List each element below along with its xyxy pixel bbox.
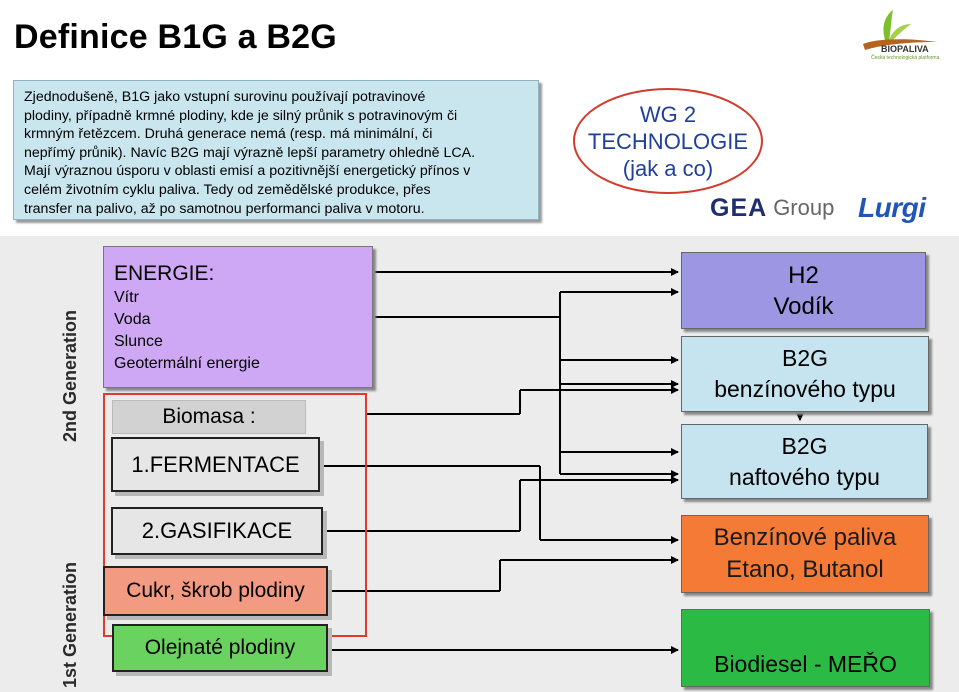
b2g-benz-line-2: benzínového typu <box>714 376 896 402</box>
b2g-nafta-line-1: B2G <box>781 432 828 459</box>
page-title: Definice B1G a B2G <box>14 18 337 56</box>
energie-item-geotermalni: Geotermální energie <box>114 355 260 372</box>
biodiesel-mero-box: Biodiesel - MEŘO <box>681 609 930 687</box>
energie-item-voda: Voda <box>114 311 151 328</box>
b2g-naftoveho-box: B2G naftového typu <box>681 424 928 499</box>
biodiesel-text: Biodiesel - MEŘO <box>714 651 897 677</box>
energie-item-vitr: Vítr <box>114 289 139 306</box>
intro-text-box: Zjednodušeně, B1G jako vstupní surovinu … <box>13 80 539 220</box>
b2g-benzinoveho-box: B2G benzínového typu <box>681 336 929 412</box>
wg-technologie-oval: WG 2 TECHNOLOGIE (jak a co) <box>573 88 763 194</box>
intro-line: celém životním cyklu paliva. Tedy od zem… <box>24 181 431 198</box>
fermentace-box: 1.FERMENTACE <box>111 437 320 492</box>
intro-line: plodiny, případně krmné plodiny, kde je … <box>24 107 458 124</box>
cukr-skrob-box: Cukr, škrob plodiny <box>103 566 328 616</box>
wg-line-2: TECHNOLOGIE <box>587 128 749 154</box>
energie-box: ENERGIE: Vítr Voda Slunce Geotermální en… <box>103 246 373 388</box>
intro-line: Mají výraznou úsporu v oblasti emisí a p… <box>24 163 471 180</box>
benzin-line-2: Etano, Butanol <box>726 556 884 583</box>
intro-line: transfer na palivo, až po samotnou perfo… <box>24 200 425 217</box>
logo-subtitle: Česká technologická platforma <box>871 55 940 61</box>
intro-line: Zjednodušeně, B1G jako vstupní surovinu … <box>24 89 426 105</box>
gea-group-logo: GEA Group <box>710 194 834 222</box>
wg-line-1: WG 2 <box>639 101 697 127</box>
benzin-line-1: Benzínové paliva <box>713 524 897 551</box>
h2-line-2: Vodík <box>773 292 834 320</box>
intro-line: nepřímý průnik). Navíc B2G mají výrazně … <box>24 144 476 161</box>
h2-vodik-box: H2 Vodík <box>681 252 926 329</box>
leaf-logo-icon <box>863 10 937 50</box>
title-bar <box>0 0 959 70</box>
olejnate-plodiny-box: Olejnaté plodiny <box>112 624 328 672</box>
energie-item-slunce: Slunce <box>114 333 163 350</box>
energie-title: ENERGIE: <box>114 262 215 285</box>
logo-text: BIOPALIVA <box>881 44 929 54</box>
biomasa-label: Biomasa : <box>112 400 306 434</box>
b2g-benz-line-1: B2G <box>781 345 829 371</box>
gasifikace-box: 2.GASIFIKACE <box>111 507 323 555</box>
intro-line: krmným řetězcem. Druhá generace nemá (re… <box>24 126 433 143</box>
wg-line-3: (jak a co) <box>622 155 714 181</box>
h2-line-1: H2 <box>788 261 819 289</box>
group-text: Group <box>773 195 835 220</box>
b2g-nafta-line-2: naftového typu <box>729 463 880 490</box>
benzinove-paliva-box: Benzínové paliva Etano, Butanol <box>681 515 929 593</box>
lurgi-logo: Lurgi <box>858 192 926 223</box>
biopaliva-logo: BIOPALIVA Česká technologická platforma <box>845 6 953 66</box>
gea-text: GEA <box>710 193 768 222</box>
